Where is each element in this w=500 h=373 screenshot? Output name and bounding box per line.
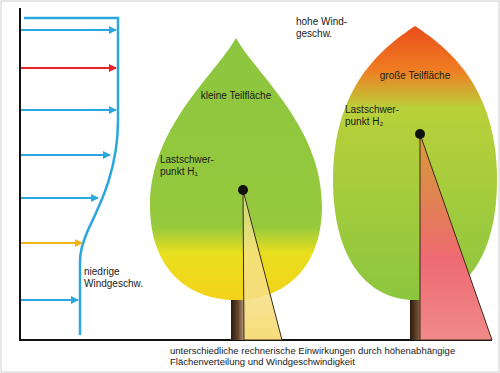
wind-speed-label: hohe Wind- geschw. xyxy=(296,16,358,40)
load-center-label: Lastschwer- punkt H₂ xyxy=(345,104,405,128)
caption: unterschiedliche rechnerische Einwirkung… xyxy=(170,345,492,367)
area-label: kleine Teilfläche xyxy=(150,90,322,102)
wind-speed-label: niedrige Windgeschw. xyxy=(84,266,150,290)
load-center-label: Lastschwer- punkt H₁ xyxy=(160,154,220,178)
crown-outline xyxy=(333,26,497,300)
tree-crown: große TeilflächeLastschwer- punkt H₂ xyxy=(333,26,497,300)
area-label: große Teilfläche xyxy=(333,70,497,82)
tree-crown: kleine TeilflächeLastschwer- punkt H₁ xyxy=(150,38,322,300)
